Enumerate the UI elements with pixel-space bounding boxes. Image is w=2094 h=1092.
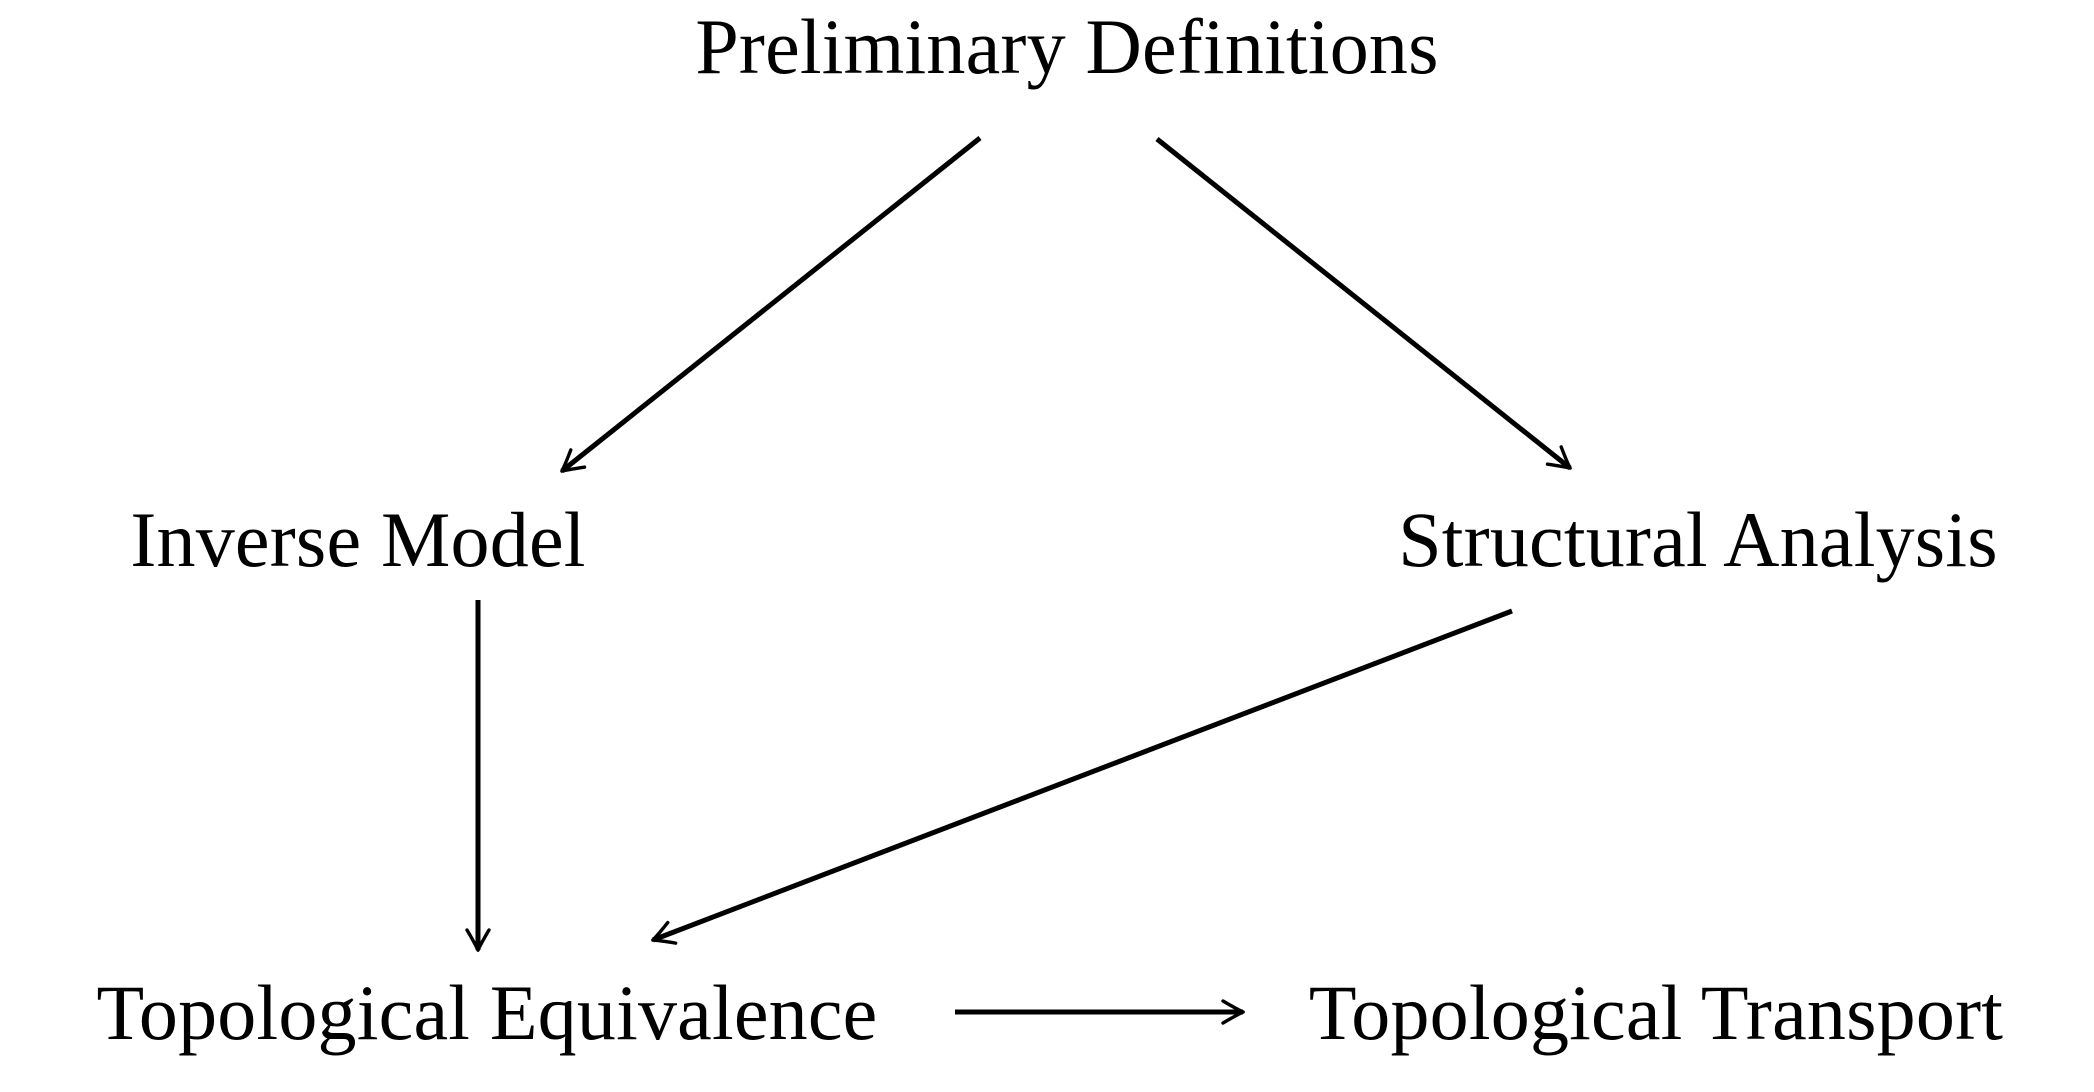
node-topological-equivalence: Topological Equivalence <box>96 974 877 1052</box>
node-preliminary-definitions-label: Preliminary Definitions <box>695 3 1439 90</box>
edge-structural-analysis-to-topological-equivalence <box>651 608 1513 945</box>
node-inverse-model-label: Inverse Model <box>130 496 586 583</box>
edge-preliminary-definitions-to-inverse-model <box>560 136 982 473</box>
node-topological-transport-label: Topological Transport <box>1308 969 2004 1056</box>
node-structural-analysis: Structural Analysis <box>1398 501 1998 579</box>
node-topological-equivalence-label: Topological Equivalence <box>96 969 878 1056</box>
node-structural-analysis-label: Structural Analysis <box>1398 496 1998 583</box>
edge-preliminary-definitions-to-structural-analysis <box>1155 137 1572 470</box>
node-preliminary-definitions: Preliminary Definitions <box>695 8 1438 86</box>
node-topological-transport: Topological Transport <box>1309 974 2003 1052</box>
node-inverse-model: Inverse Model <box>130 501 585 579</box>
